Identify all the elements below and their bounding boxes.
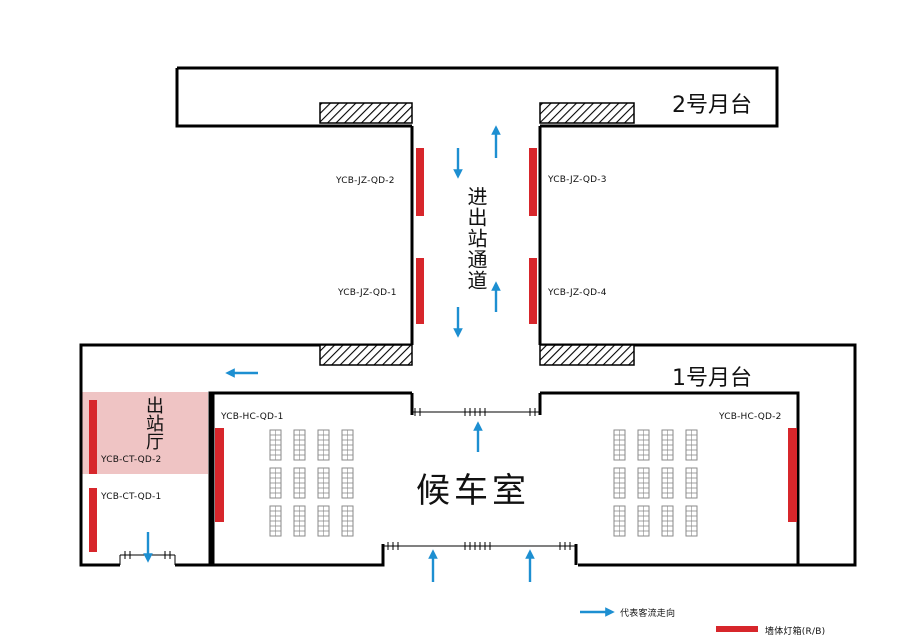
platform-1-label: 1号月台 bbox=[672, 366, 752, 391]
sign-hc-qd-1-label: YCB-HC-QD-1 bbox=[221, 412, 284, 422]
stairs-bottom-left bbox=[319, 344, 413, 366]
seat-block bbox=[293, 505, 306, 537]
seat-block bbox=[317, 429, 330, 461]
seat-block bbox=[317, 467, 330, 499]
platform-2-label: 2号月台 bbox=[672, 93, 752, 118]
platform-2-wall bbox=[175, 66, 779, 128]
seat-block bbox=[341, 467, 354, 499]
seat-block bbox=[637, 505, 650, 537]
stairs-bottom-right bbox=[539, 344, 635, 366]
seat-block bbox=[317, 505, 330, 537]
waiting-hall-wall bbox=[211, 393, 578, 567]
sign-ct-qd-2-label: YCB-CT-QD-2 bbox=[101, 455, 162, 465]
seat-block bbox=[685, 467, 698, 499]
sign-jz-qd-3-bar bbox=[529, 148, 537, 216]
seat-block bbox=[661, 467, 674, 499]
seat-block bbox=[269, 429, 282, 461]
seat-block bbox=[613, 505, 626, 537]
seat-block bbox=[613, 429, 626, 461]
walls bbox=[79, 66, 857, 567]
gate-bottom bbox=[383, 542, 576, 550]
gates bbox=[119, 408, 576, 565]
seat-block bbox=[293, 429, 306, 461]
sign-jz-qd-1-bar bbox=[416, 258, 424, 324]
seat-block bbox=[637, 429, 650, 461]
flow-arrows bbox=[143, 125, 615, 617]
sign-hc-qd-2-label: YCB-HC-QD-2 bbox=[719, 412, 782, 422]
exit-hall-area bbox=[82, 392, 208, 474]
sign-jz-qd-4-bar bbox=[529, 258, 537, 324]
sign-hc-qd-1-bar bbox=[215, 428, 224, 522]
exit-hall-label: 出站厅 bbox=[143, 396, 164, 450]
waiting-hall-label: 候车室 bbox=[416, 471, 530, 511]
sign-ct-qd-1-bar bbox=[89, 488, 97, 552]
legend-sign-label: 墙体灯箱(R/B) bbox=[765, 627, 826, 637]
sign-jz-qd-3-label: YCB-JZ-QD-3 bbox=[548, 175, 607, 185]
gate-top bbox=[413, 408, 540, 416]
sign-ct-qd-1-label: YCB-CT-QD-1 bbox=[101, 492, 162, 502]
seat-block bbox=[661, 505, 674, 537]
seat-block bbox=[293, 467, 306, 499]
seat-block bbox=[661, 429, 674, 461]
sign-jz-qd-2-bar bbox=[416, 148, 424, 216]
signs bbox=[89, 148, 797, 552]
sign-hc-qd-2-bar bbox=[788, 428, 797, 522]
sign-ct-qd-2-bar bbox=[89, 400, 97, 474]
seat-block bbox=[637, 467, 650, 499]
sign-jz-qd-2-label: YCB-JZ-QD-2 bbox=[336, 176, 395, 186]
seat-block bbox=[341, 429, 354, 461]
stairs-top-right bbox=[539, 102, 635, 124]
seat-block bbox=[685, 505, 698, 537]
seat-block bbox=[341, 505, 354, 537]
sign-jz-qd-4-label: YCB-JZ-QD-4 bbox=[548, 288, 607, 298]
legend-sign-swatch bbox=[716, 626, 758, 632]
seat-block bbox=[269, 467, 282, 499]
legend-flow-label: 代表客流走向 bbox=[620, 609, 676, 619]
passage-label: 进出站通道 bbox=[464, 186, 488, 291]
seat-rows bbox=[269, 429, 698, 537]
sign-jz-qd-1-label: YCB-JZ-QD-1 bbox=[338, 288, 397, 298]
seat-block bbox=[613, 467, 626, 499]
stairs-top-left bbox=[319, 102, 413, 124]
seat-block bbox=[269, 505, 282, 537]
seat-block bbox=[685, 429, 698, 461]
platform-1-wall bbox=[79, 343, 857, 567]
